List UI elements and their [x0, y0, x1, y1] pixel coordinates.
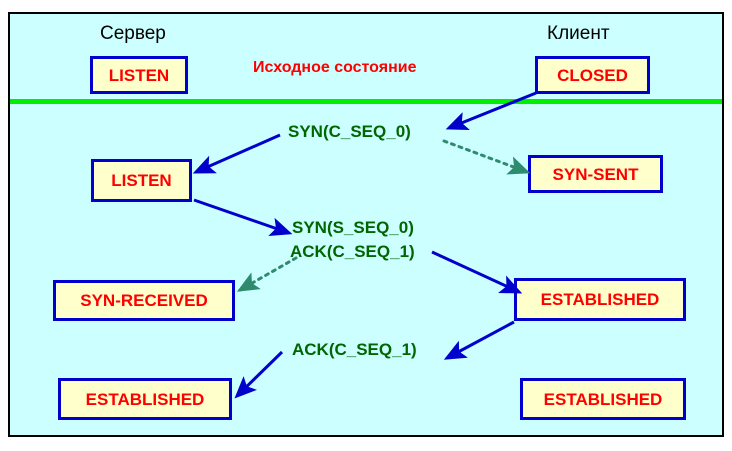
state-box-client-syn-sent[interactable]: SYN-SENT	[528, 155, 663, 193]
state-label: ESTABLISHED	[540, 290, 660, 309]
client-column-title: Клиент	[547, 23, 610, 44]
state-box-server-listen[interactable]: LISTEN	[91, 159, 192, 202]
state-box-client-established[interactable]: ESTABLISHED	[514, 278, 686, 321]
message-label-syn-c-seq-0: SYN(C_SEQ_0)	[288, 122, 411, 141]
server-column-title: Сервер	[100, 23, 166, 44]
state-label: SYN-SENT	[552, 164, 639, 184]
initial-state-note: Исходное состояние	[253, 59, 417, 76]
state-label: LISTEN	[108, 65, 170, 85]
state-label: LISTEN	[111, 171, 172, 190]
initial-state-divider	[10, 99, 722, 104]
state-label: ESTABLISHED	[85, 389, 205, 409]
state-box-server-listen-initial[interactable]: LISTEN	[90, 56, 188, 94]
state-label: SYN-RECEIVED	[80, 291, 208, 310]
state-label: CLOSED	[557, 65, 628, 85]
message-label-syn-s-seq-0: SYN(S_SEQ_0)	[292, 218, 414, 237]
state-label: ESTABLISHED	[543, 389, 663, 409]
state-box-server-syn-received[interactable]: SYN-RECEIVED	[53, 280, 235, 321]
message-label-ack-c-seq-1-b: ACK(C_SEQ_1)	[292, 340, 417, 359]
state-box-server-established[interactable]: ESTABLISHED	[58, 378, 232, 420]
state-box-client-closed[interactable]: CLOSED	[535, 56, 650, 94]
message-label-ack-c-seq-1-a: ACK(C_SEQ_1)	[290, 242, 415, 261]
state-box-client-established-final[interactable]: ESTABLISHED	[520, 378, 686, 420]
